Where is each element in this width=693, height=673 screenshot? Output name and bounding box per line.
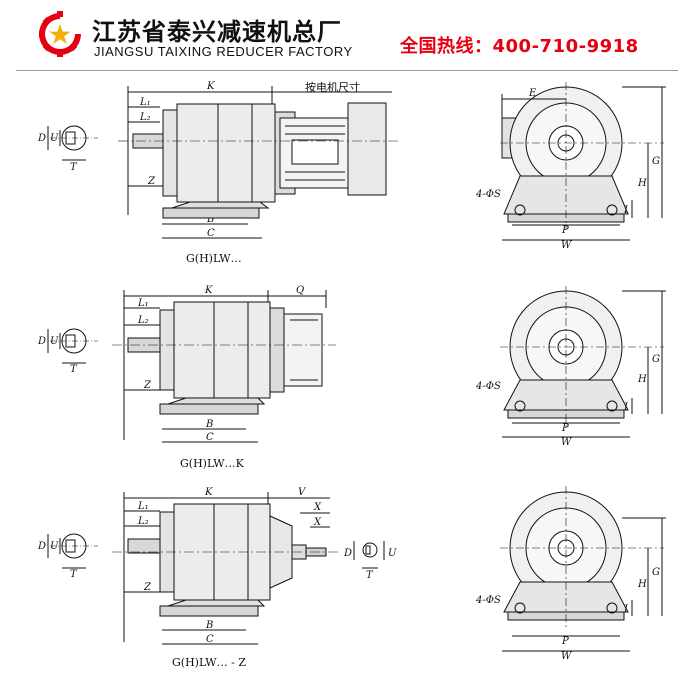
label-P: P [561, 636, 569, 647]
label-H: H [637, 374, 647, 385]
front-view-1: E G H I P W 4-ΦS [475, 82, 666, 251]
label-L1: L₁ [137, 501, 149, 512]
side-view-2: K Q L₁ L₂ Z B C A G(H)LW…K [112, 285, 336, 470]
label-W: W [561, 437, 572, 448]
label-S: 4-ΦS [475, 381, 501, 392]
label-Q: Q [296, 285, 304, 296]
shaft-end-view-2: D U T [37, 328, 98, 375]
label-P: P [561, 423, 569, 434]
label-T: T [70, 364, 78, 375]
company-name-cn: 江苏省泰兴减速机总厂 [92, 18, 342, 46]
caption-view-3: G(H)LW… - Z [172, 656, 246, 669]
label-G: G [652, 354, 660, 365]
label-H: H [637, 579, 647, 590]
label-P: P [561, 225, 569, 236]
label-C: C [206, 432, 214, 443]
label-S: 4-ΦS [475, 595, 501, 606]
label-S: 4-ΦS [475, 189, 501, 200]
label-U: U [50, 541, 59, 552]
label-H: H [637, 178, 647, 189]
label-L1: L₁ [139, 97, 151, 108]
label-K: K [206, 81, 215, 92]
front-view-3: G H I P W 4-ΦS [475, 486, 666, 662]
label-I: I [623, 402, 629, 413]
label-motor-size: 按电机尺寸 [305, 80, 360, 94]
label-U: U [388, 548, 397, 559]
label-T: T [70, 569, 78, 580]
label-V: V [298, 487, 307, 498]
label-L2: L₂ [137, 315, 149, 326]
label-B: B [205, 419, 213, 430]
label-T: T [70, 162, 78, 173]
label-T: T [366, 570, 374, 581]
shaft-end-view-3: D U T [37, 533, 98, 580]
label-Z: Z [143, 380, 152, 391]
label-L1: L₁ [137, 298, 149, 309]
label-G: G [652, 156, 660, 167]
label-C: C [206, 634, 214, 645]
company-logo [39, 11, 81, 57]
front-view-2: G H I P W 4-ΦS [475, 286, 666, 448]
label-W: W [561, 651, 572, 662]
label-Z: Z [143, 582, 152, 593]
label-E: E [528, 88, 537, 99]
shaft-end-view-1: D U T [37, 125, 98, 173]
label-D: D [37, 541, 46, 552]
company-name-en: JIANGSU TAIXING REDUCER FACTORY [94, 44, 353, 59]
label-X: X [313, 517, 322, 528]
label-X: X [313, 502, 322, 513]
label-I: I [623, 205, 629, 216]
side-view-3: K V X X L₁ L₂ Z B C A D U T G(H)LW… - Z [112, 487, 397, 669]
label-W: W [561, 240, 572, 251]
label-Z: Z [147, 176, 156, 187]
label-L2: L₂ [139, 112, 151, 123]
label-U: U [50, 133, 59, 144]
label-D: D [37, 336, 46, 347]
label-B: B [205, 620, 213, 631]
side-view-1: K 按电机尺寸 L₁ L₂ Z B C A G(H)LW… [118, 80, 400, 265]
label-K: K [204, 285, 213, 296]
label-D: D [37, 133, 46, 144]
header-divider [16, 70, 678, 71]
label-K: K [204, 487, 213, 498]
label-L2: L₂ [137, 516, 149, 527]
label-G: G [652, 567, 660, 578]
label-U: U [50, 336, 59, 347]
label-D: D [343, 548, 352, 559]
label-C: C [207, 228, 215, 239]
label-B: B [206, 214, 214, 225]
hotline-text: 全国热线：400-710-9918 [400, 36, 639, 57]
caption-view-2: G(H)LW…K [180, 457, 245, 470]
page-header: 江苏省泰兴减速机总厂 JIANGSU TAIXING REDUCER FACTO… [0, 0, 693, 71]
caption-view-1: G(H)LW… [186, 252, 242, 265]
label-I: I [623, 604, 629, 615]
